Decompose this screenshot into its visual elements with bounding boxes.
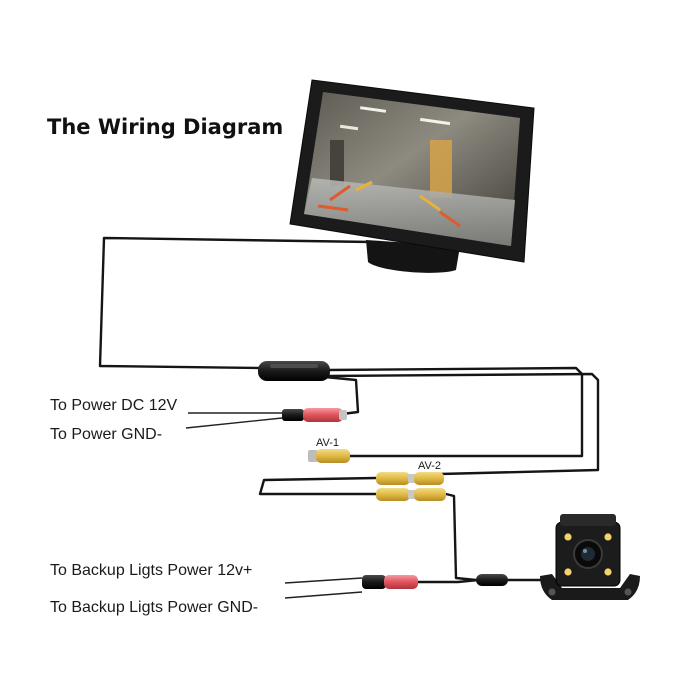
backup-red-connector (362, 575, 418, 589)
main-inline-connector (258, 361, 330, 381)
power-red-connector (282, 408, 347, 422)
label-power-gnd: To Power GND- (50, 426, 162, 443)
label-av2: AV-2 (418, 460, 441, 472)
label-power-dc: To Power DC 12V (50, 397, 177, 414)
av1-yellow-connector (308, 449, 350, 463)
camera-inline-connector (476, 574, 508, 586)
backup-camera-icon (540, 514, 640, 600)
power-branch-cable (323, 375, 360, 416)
monitor-icon (289, 79, 535, 273)
av2-upper-connector (376, 472, 444, 485)
av-trunk-cable (326, 366, 584, 458)
av2-trunk-cable (326, 372, 600, 476)
label-av1: AV-1 (316, 437, 339, 449)
av2-lower-connector (376, 488, 446, 501)
power-gnd-lead (185, 417, 283, 429)
page-title: The Wiring Diagram (47, 115, 283, 139)
label-backup-power: To Backup Ligts Power 12v+ (50, 562, 252, 579)
monitor-cable (98, 236, 374, 370)
backup-gnd-lead (284, 591, 363, 599)
backup-power-lead (284, 577, 363, 584)
backup-lights-cable (410, 578, 480, 584)
camera-cable (444, 492, 478, 582)
av2-camera-cable (258, 476, 380, 496)
label-backup-gnd: To Backup Ligts Power GND- (50, 599, 258, 616)
